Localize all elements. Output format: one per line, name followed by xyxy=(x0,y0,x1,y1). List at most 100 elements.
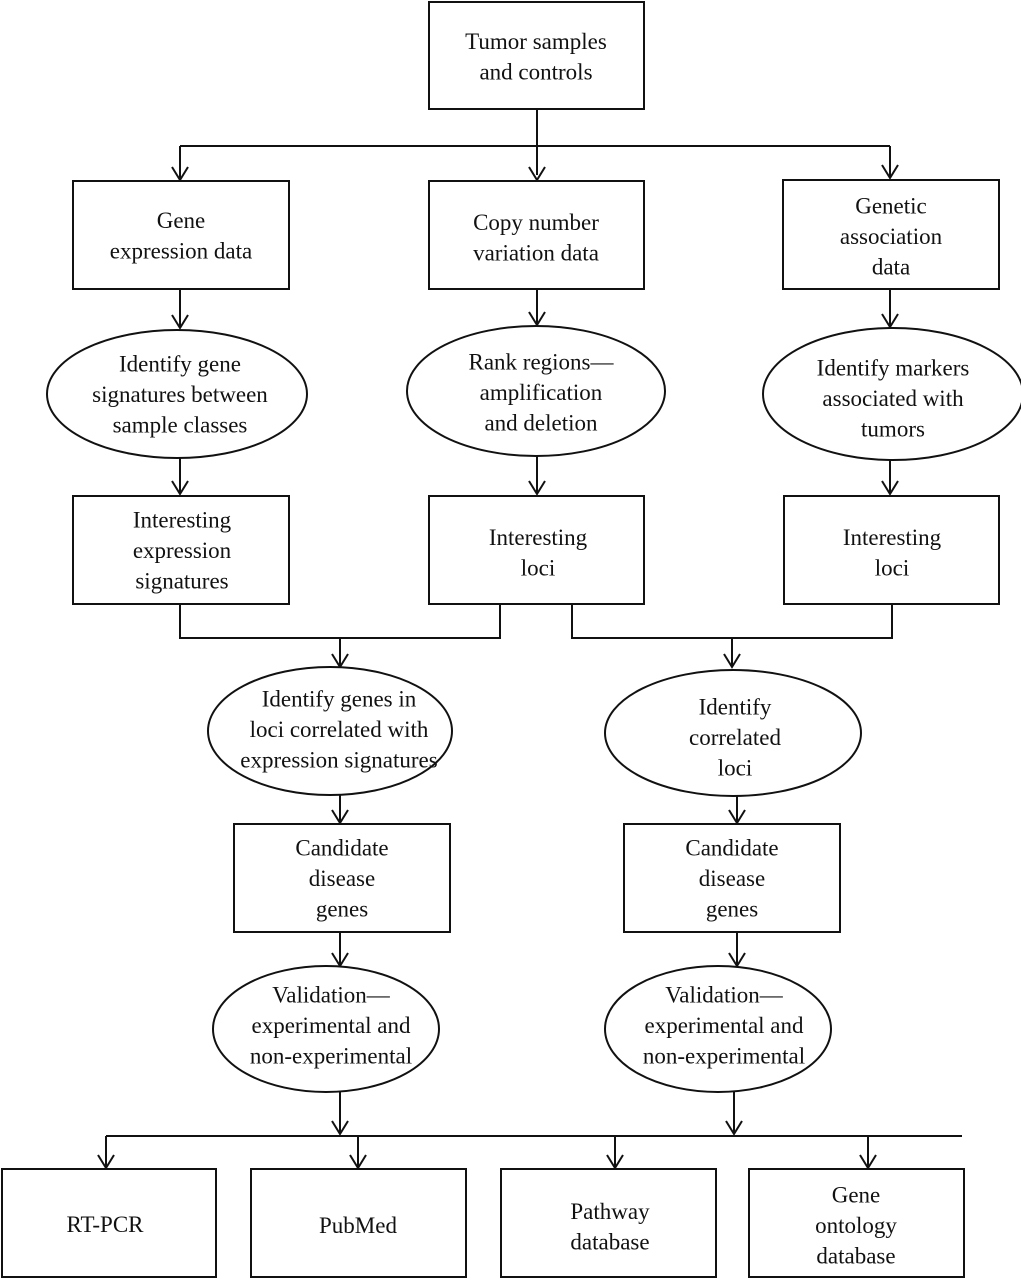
node-label-line: RT-PCR xyxy=(66,1212,144,1237)
node-label-line: loci xyxy=(718,756,753,781)
node-label-line: Gene xyxy=(157,208,206,233)
node-label-line: Validation— xyxy=(665,983,784,1008)
node-genetic-association-data: Genetic association data xyxy=(782,179,1000,290)
arrowhead-icon xyxy=(331,1120,349,1136)
node-label-line: Rank regions— xyxy=(468,350,614,375)
node-label: Copy number variation data xyxy=(473,210,599,266)
node-label: Candidate disease genes xyxy=(685,836,778,922)
node-label-line: data xyxy=(872,255,910,280)
node-label-line: Candidate xyxy=(295,836,388,861)
connector-merge-right xyxy=(571,604,893,639)
node-tumor-samples: Tumor samples and controls xyxy=(428,1,645,110)
node-label-line: non-experimental xyxy=(643,1044,805,1069)
node-label: Gene ontology database xyxy=(815,1183,897,1269)
node-label-line: genes xyxy=(706,897,758,922)
node-label-line: expression xyxy=(133,538,232,563)
node-label: Gene expression data xyxy=(110,208,252,264)
node-label: Interesting loci xyxy=(843,525,942,581)
node-label-line: Gene xyxy=(832,1183,881,1208)
arrowhead-icon xyxy=(881,164,899,180)
node-candidate-genes-right: Candidate disease genes xyxy=(623,823,841,933)
node-label-line: Validation— xyxy=(272,983,391,1008)
arrowheads xyxy=(97,164,899,1170)
node-label: Validation— experimental and non-experimen… xyxy=(250,983,412,1069)
node-label: Identify markers associated with tumors xyxy=(817,356,970,442)
node-label-line: Interesting xyxy=(489,525,588,550)
node-label: Pathway database xyxy=(570,1199,650,1255)
node-label-line: Identify markers xyxy=(817,356,970,381)
node-label-line: PubMed xyxy=(319,1213,397,1238)
node-label-line: loci xyxy=(521,555,556,580)
node-label-line: database xyxy=(570,1229,649,1254)
node-copy-number-data: Copy number variation data xyxy=(428,180,645,290)
node-label-line: Identify gene xyxy=(119,352,241,377)
arrowhead-icon xyxy=(725,1120,743,1136)
node-identify-markers: Identify markers associated with tumors xyxy=(762,327,1021,461)
node-label-line: Pathway xyxy=(570,1199,650,1224)
node-label: Rank regions— amplification and deletion xyxy=(468,350,614,436)
node-label: Candidate disease genes xyxy=(295,836,388,922)
connectors xyxy=(105,109,962,1168)
node-label-line: Candidate xyxy=(685,836,778,861)
node-label: Identify correlated loci xyxy=(689,695,781,781)
node-interesting-loci-cnv: Interesting loci xyxy=(428,495,645,605)
node-label-line: ontology xyxy=(815,1213,897,1238)
node-gene-expression-data: Gene expression data xyxy=(72,180,290,290)
node-label-line: Genetic xyxy=(855,194,927,219)
node-candidate-genes-left: Candidate disease genes xyxy=(233,823,451,933)
node-label-line: disease xyxy=(699,866,765,891)
node-label-line: associated with xyxy=(822,386,964,411)
node-label-line: variation data xyxy=(473,240,599,265)
connector-merge-left xyxy=(179,604,501,639)
node-label-line: sample classes xyxy=(113,413,248,438)
node-label-line: loci xyxy=(875,555,910,580)
node-label-line: amplification xyxy=(480,380,603,405)
node-label-line: non-experimental xyxy=(250,1044,412,1069)
node-label-line: and controls xyxy=(479,59,592,84)
node-label-line: correlated xyxy=(689,725,781,750)
node-label-line: signatures between xyxy=(92,382,268,407)
node-label: PubMed xyxy=(319,1213,397,1238)
node-pubmed: PubMed xyxy=(250,1168,467,1278)
node-label-line: signatures xyxy=(135,569,228,594)
node-label-line: experimental and xyxy=(251,1013,411,1038)
node-rt-pcr: RT-PCR xyxy=(1,1168,217,1278)
node-interesting-loci-assoc: Interesting loci xyxy=(783,495,1000,605)
node-label-line: Copy number xyxy=(473,210,599,235)
node-gene-ontology-database: Gene ontology database xyxy=(748,1168,965,1278)
node-rank-regions: Rank regions— amplification and deletion xyxy=(406,325,666,457)
node-label: Interesting loci xyxy=(489,525,588,581)
node-label: Tumor samples and controls xyxy=(465,29,607,85)
node-label-line: Identify xyxy=(699,695,772,720)
node-label-line: experimental and xyxy=(644,1013,804,1038)
node-label: Genetic association data xyxy=(840,194,943,280)
arrowhead-icon xyxy=(528,311,546,327)
node-identify-gene-signatures: Identify gene signatures between sample cl… xyxy=(46,329,308,459)
node-label-line: and deletion xyxy=(484,411,598,436)
node-label-line: Interesting xyxy=(843,525,942,550)
node-label: Validation— experimental and non-experimen… xyxy=(643,983,805,1069)
node-pathway-database: Pathway database xyxy=(500,1168,717,1278)
node-label-line: Tumor samples xyxy=(465,29,607,54)
node-label-line: genes xyxy=(316,897,368,922)
node-label-line: tumors xyxy=(861,417,925,442)
node-identify-correlated-loci: Identify correlated loci xyxy=(604,669,862,797)
arrowhead-icon xyxy=(171,314,189,330)
node-label-line: disease xyxy=(309,866,375,891)
node-validation-left: Validation— experimental and non-experimen… xyxy=(212,965,440,1093)
node-label-line: database xyxy=(816,1244,895,1269)
node-label-line: loci correlated with xyxy=(250,717,429,742)
node-label-line: association xyxy=(840,224,943,249)
node-label: Identify gene signatures between sample cl… xyxy=(92,352,268,438)
node-label-line: Identify genes in xyxy=(262,687,417,712)
arrowhead-icon xyxy=(528,480,546,496)
arrowhead-icon xyxy=(881,313,899,329)
node-label-line: expression data xyxy=(110,238,252,263)
arrowhead-icon xyxy=(171,480,189,496)
node-label: RT-PCR xyxy=(66,1212,144,1237)
